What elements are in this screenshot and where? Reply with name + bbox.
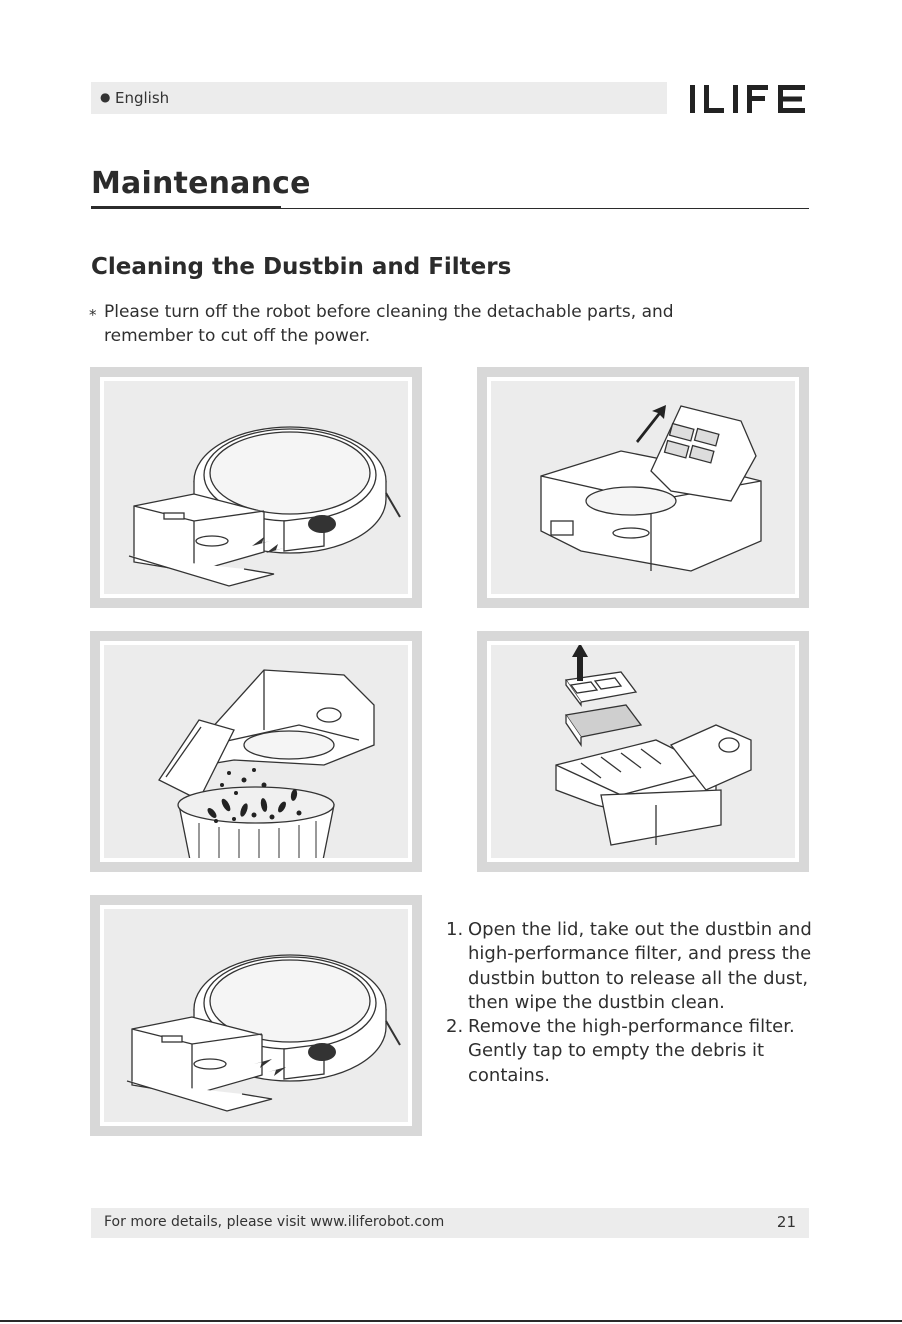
step-text: Open the lid, take out the dustbin and h… [468, 919, 812, 1013]
step-text: Remove the high-performance filter. Gent… [468, 1016, 795, 1086]
page-number: 21 [776, 1213, 796, 1231]
title-divider [91, 208, 809, 209]
figure-dustbin-reinsert [90, 895, 422, 1136]
figure-dustbin-lid-open [477, 367, 809, 608]
page-title: Maintenance [91, 166, 311, 201]
title-underline [91, 206, 281, 209]
footer-bar: For more details, please visit www.ilife… [91, 1208, 809, 1238]
instruction-steps: 1. Open the lid, take out the dustbin an… [446, 918, 826, 1088]
note-marker: * [89, 306, 97, 324]
empty-dust-into-bin-icon [158, 669, 375, 858]
safety-note: Please turn off the robot before cleanin… [104, 302, 674, 346]
footer-text: For more details, please visit www.ilife… [104, 1214, 445, 1230]
language-label: English [115, 89, 170, 107]
step-item: 1. Open the lid, take out the dustbin an… [446, 918, 826, 1015]
language-bar: ● English [91, 82, 667, 114]
step-item: 2. Remove the high-performance filter. G… [446, 1015, 826, 1088]
figure-empty-dust [90, 631, 422, 872]
dustbin-lid-open-icon [540, 405, 762, 572]
filter-removal-icon [555, 645, 752, 846]
robot-dustbin-removal-icon [128, 426, 401, 587]
ilife-logo [690, 85, 805, 113]
bullet-icon: ● [100, 90, 111, 104]
page-bottom-edge [0, 1320, 902, 1322]
figure-dustbin-removal [90, 367, 422, 608]
step-number: 2. [446, 1016, 464, 1038]
step-number: 1. [446, 919, 464, 940]
dustbin-reinsert-icon [126, 954, 401, 1112]
subsection-title: Cleaning the Dustbin and Filters [91, 254, 512, 280]
figure-filter-removal [477, 631, 809, 872]
